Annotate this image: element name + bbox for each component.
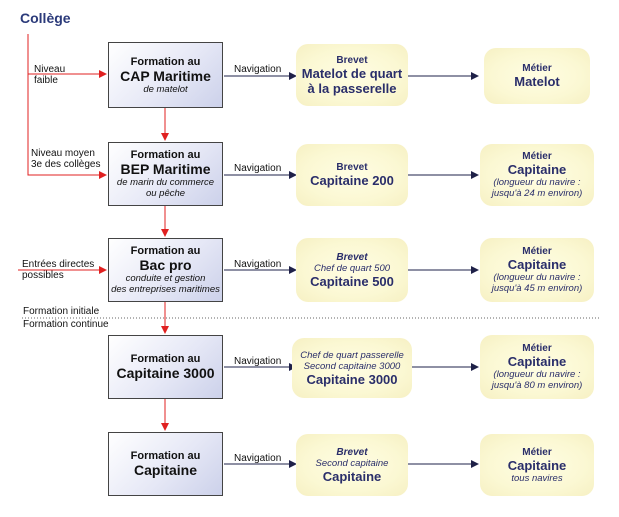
niveau-moyen-line-1: Niveau moyen bbox=[31, 148, 95, 159]
metier-detail-line-1: (longueur du navire : bbox=[493, 177, 581, 188]
brevet-name-line-1: Matelot de quart bbox=[301, 65, 403, 81]
formation-title: Formation au bbox=[130, 245, 201, 257]
brevet-capitaine-3000: Chef de quart passerelle Second capitain… bbox=[292, 338, 412, 398]
niveau-faible-label: Niveau faible bbox=[34, 64, 65, 86]
niveau-faible-line-1: Niveau bbox=[34, 64, 66, 75]
brevet-name: Capitaine 3000 bbox=[306, 371, 398, 387]
navigation-label-2: Navigation bbox=[234, 163, 282, 174]
metier-capitaine-24m: Métier Capitaine (longueur du navire : j… bbox=[480, 144, 594, 206]
brevet-name: Capitaine 200 bbox=[310, 173, 394, 188]
diagram-title: Collège bbox=[20, 10, 71, 26]
navigation-label-5: Navigation bbox=[234, 453, 282, 464]
brevet-name-line-2: à la passerelle bbox=[307, 80, 397, 96]
formation-box-bac-pro: Formation au Bac pro conduite et gestion… bbox=[108, 238, 223, 302]
formation-box-capitaine: Formation au Capitaine bbox=[108, 432, 223, 496]
formation-box-bep-maritime: Formation au BEP Maritime de marin du co… bbox=[108, 142, 223, 206]
entrees-directes-line-1: Entrées directes bbox=[22, 259, 95, 270]
niveau-moyen-line-2: 3e des collèges bbox=[31, 159, 101, 170]
formation-detail-line-1: conduite et gestion bbox=[125, 273, 206, 284]
brevet-label: Brevet bbox=[336, 54, 368, 66]
formation-name: Bac pro bbox=[139, 257, 192, 273]
brevet-extra-line-1: Chef de quart passerelle bbox=[300, 349, 404, 361]
formation-name: CAP Maritime bbox=[120, 67, 211, 84]
brevet-capitaine-200: Brevet Capitaine 200 bbox=[296, 144, 408, 206]
metier-name: Capitaine bbox=[507, 162, 567, 177]
metier-detail-line-1: (longueur du navire : bbox=[493, 272, 581, 283]
formation-detail: de matelot bbox=[143, 83, 188, 95]
brevet-extra-line-2: Second capitaine 3000 bbox=[303, 360, 401, 372]
metier-matelot: Métier Matelot bbox=[484, 48, 590, 104]
metier-label: Métier bbox=[522, 343, 552, 354]
metier-detail-line-1: (longueur du navire : bbox=[493, 369, 581, 380]
metier-capitaine-tous-navires: Métier Capitaine tous navires bbox=[480, 434, 594, 496]
metier-name: Matelot bbox=[514, 74, 560, 89]
brevet-label: Brevet bbox=[336, 162, 368, 173]
navigation-label-4: Navigation bbox=[234, 356, 282, 367]
brevet-matelot-de-quart: Brevet Matelot de quart à la passerelle bbox=[296, 44, 408, 106]
entrees-directes-line-2: possibles bbox=[22, 270, 64, 281]
metier-detail-line-2: jusqu'à 45 m environ) bbox=[491, 283, 583, 294]
formation-title: Formation au bbox=[130, 55, 201, 68]
metier-name: Capitaine bbox=[507, 257, 567, 272]
formation-name: Capitaine bbox=[133, 462, 197, 478]
brevet-name: Capitaine bbox=[322, 468, 382, 484]
metier-capitaine-45m: Métier Capitaine (longueur du navire : j… bbox=[480, 238, 594, 302]
brevet-name: Capitaine 500 bbox=[310, 273, 394, 289]
metier-label: Métier bbox=[522, 63, 552, 74]
formation-detail-line-1: de marin du commerce bbox=[116, 177, 215, 188]
metier-label: Métier bbox=[522, 446, 552, 458]
formation-name: Capitaine 3000 bbox=[116, 365, 215, 381]
formation-title: Formation au bbox=[130, 149, 201, 161]
metier-detail-line-2: jusqu'à 80 m environ) bbox=[491, 380, 583, 391]
formation-continue-label: Formation continue bbox=[23, 319, 109, 330]
metier-label: Métier bbox=[522, 246, 552, 257]
brevet-extra: Second capitaine bbox=[315, 457, 389, 469]
metier-name: Capitaine bbox=[507, 354, 567, 369]
niveau-faible-line-2: faible bbox=[34, 75, 58, 86]
metier-detail-line-2: jusqu'à 24 m environ) bbox=[491, 188, 583, 199]
brevet-capitaine: Brevet Second capitaine Capitaine bbox=[296, 434, 408, 496]
brevet-extra: Chef de quart 500 bbox=[313, 262, 391, 274]
entrees-directes-label: Entrées directes possibles bbox=[22, 259, 94, 281]
formation-detail-line-2: des entreprises maritimes bbox=[111, 284, 220, 295]
college-entry-line bbox=[27, 34, 107, 179]
formation-title: Formation au bbox=[130, 450, 201, 462]
formation-box-cap-maritime: Formation au CAP Maritime de matelot bbox=[108, 42, 223, 108]
formation-box-capitaine-3000: Formation au Capitaine 3000 bbox=[108, 335, 223, 399]
brevet-label: Brevet bbox=[336, 251, 368, 263]
formation-initiale-label: Formation initiale bbox=[23, 306, 100, 317]
metier-name: Capitaine bbox=[507, 457, 567, 473]
metier-capitaine-80m: Métier Capitaine (longueur du navire : j… bbox=[480, 335, 594, 399]
metier-label: Métier bbox=[522, 151, 552, 162]
formation-name: BEP Maritime bbox=[120, 161, 211, 177]
formation-detail-line-2: ou pêche bbox=[145, 188, 186, 199]
brevet-label: Brevet bbox=[336, 446, 368, 458]
metier-detail: tous navires bbox=[511, 472, 563, 484]
brevet-capitaine-500: Brevet Chef de quart 500 Capitaine 500 bbox=[296, 238, 408, 302]
navigation-label-1: Navigation bbox=[234, 64, 282, 75]
niveau-moyen-label: Niveau moyen 3e des collèges bbox=[31, 148, 101, 170]
navigation-label-3: Navigation bbox=[234, 259, 282, 270]
formation-title: Formation au bbox=[130, 353, 201, 365]
